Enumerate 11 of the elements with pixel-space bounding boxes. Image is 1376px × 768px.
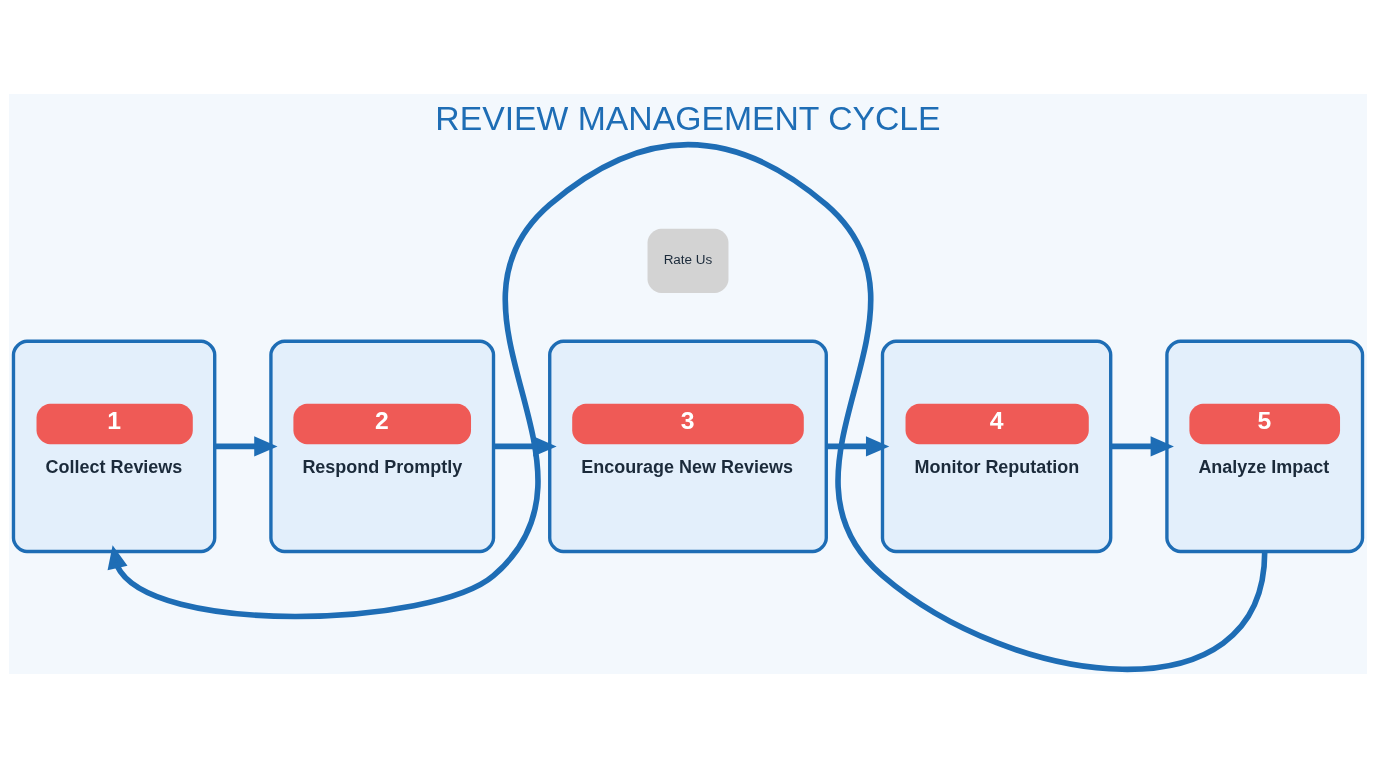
arrow [826, 436, 890, 457]
node-box: 3 Encourage New Reviews [548, 339, 828, 554]
arrow [107, 142, 1268, 673]
node-box: 2 Respond Promptly [269, 339, 496, 554]
diagram-title: REVIEW MANAGEMENT CYCLE [435, 98, 941, 137]
arrow [215, 436, 278, 457]
arrow [1110, 436, 1174, 457]
node-box: 1 Collect Reviews [11, 339, 217, 554]
node-box: 4 Monitor Reputation [880, 339, 1113, 554]
node-box: 5 Analyze Impact [1165, 339, 1365, 554]
label: Rate Us [663, 252, 713, 268]
